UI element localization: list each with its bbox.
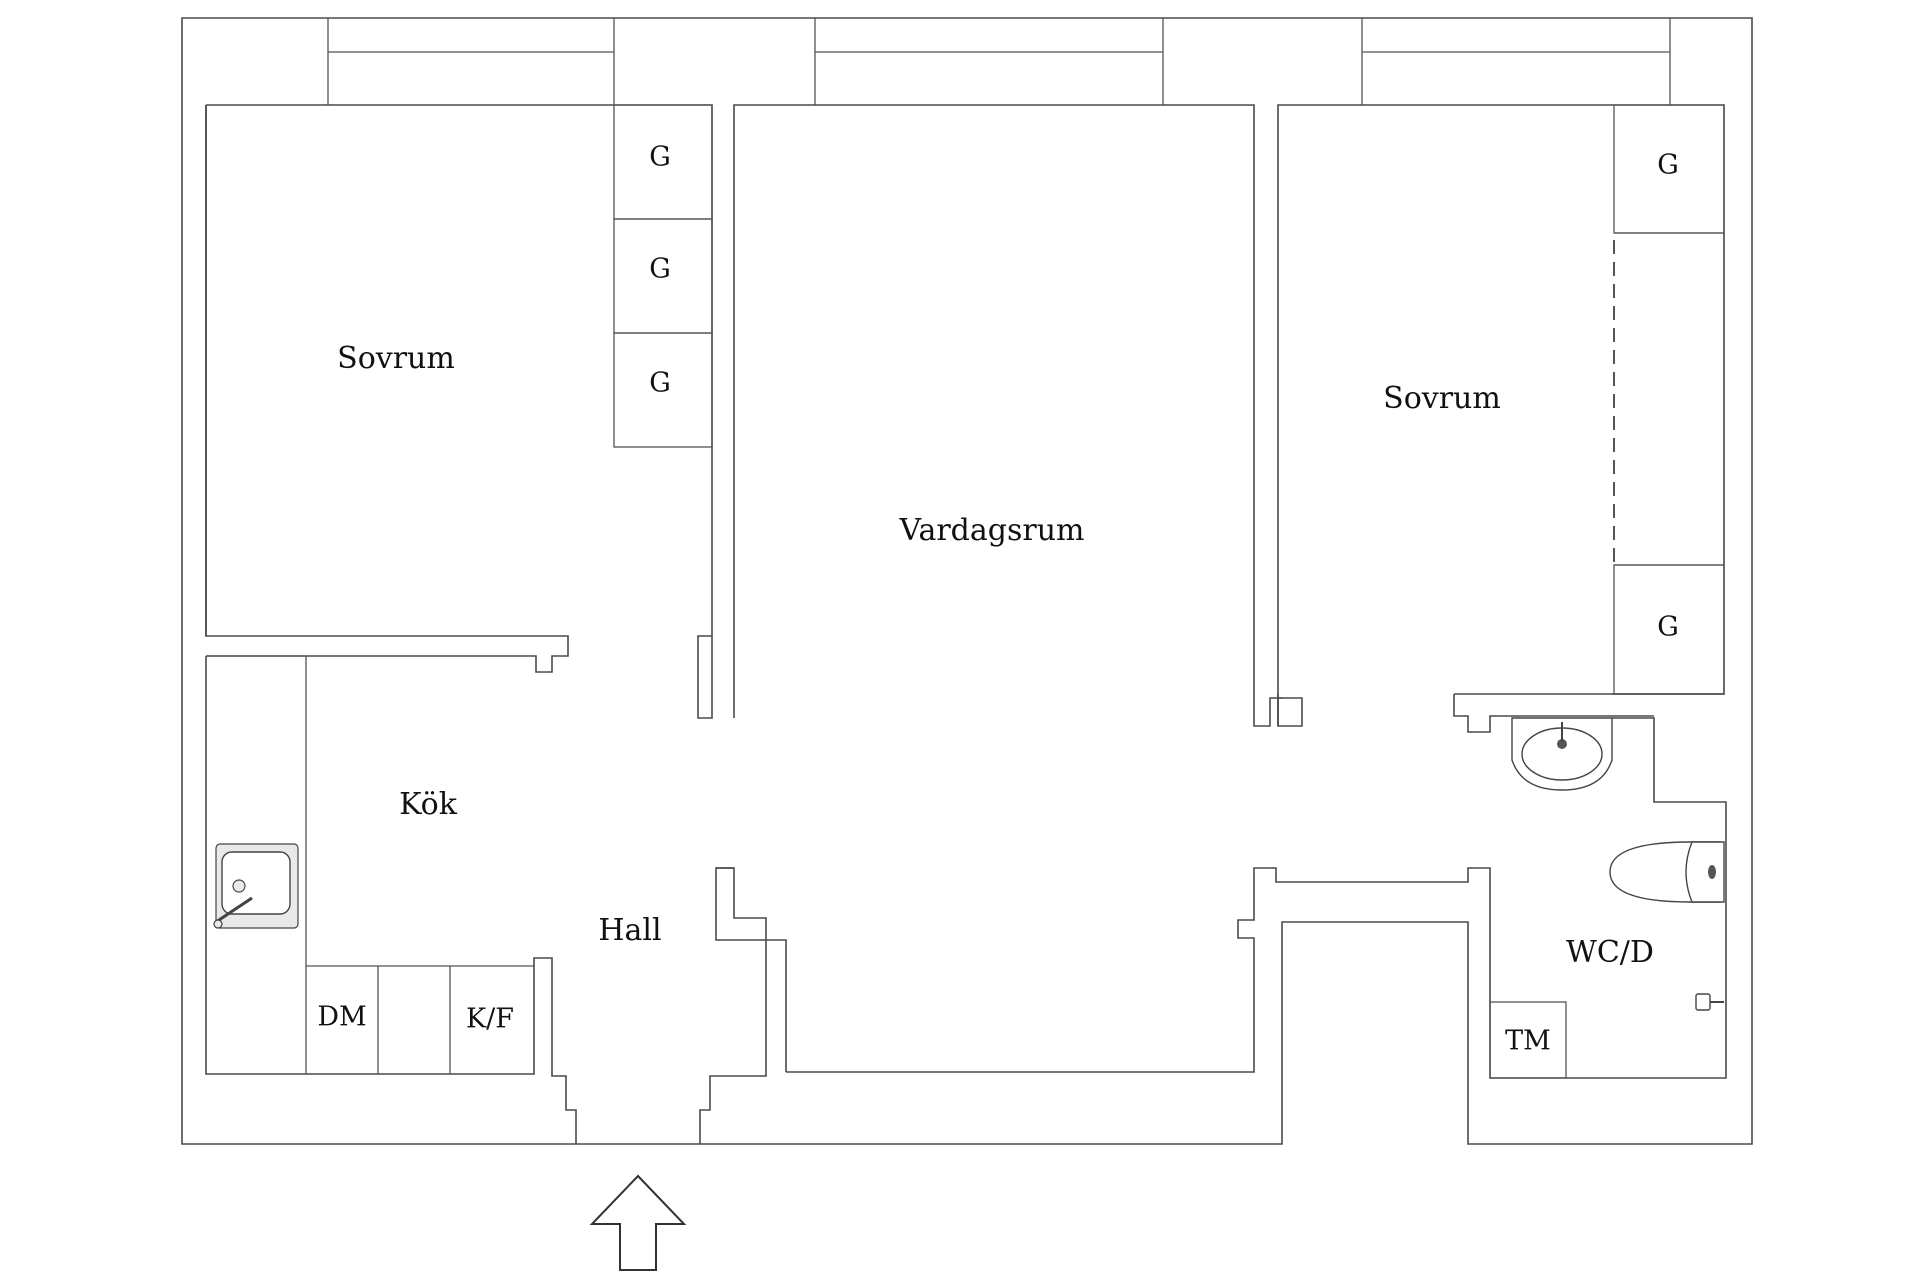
wardrobe-label: G xyxy=(1657,612,1679,643)
wardrobe-label: G xyxy=(649,254,671,285)
dishwasher-label: DM xyxy=(317,1002,366,1033)
kitchen-counter xyxy=(206,655,307,1074)
wash-basin xyxy=(1511,717,1613,791)
living-room-left-wall xyxy=(715,867,787,1072)
living-room-lower-wall xyxy=(786,717,1727,1079)
kitchen-wall xyxy=(205,656,577,1144)
hall-right-wall xyxy=(699,940,767,1144)
wardrobe-label: G xyxy=(649,142,671,173)
fridge-freezer-label: K/F xyxy=(466,1004,514,1035)
bedroom-left-label: Sovrum xyxy=(337,341,455,376)
bedroom-right-bottom-wall xyxy=(1277,693,1724,733)
living-room-label: Vardagsrum xyxy=(899,513,1085,548)
toilet xyxy=(1609,841,1725,903)
hall-label: Hall xyxy=(598,913,661,948)
wardrobes-right xyxy=(1613,104,1725,695)
exterior-wall xyxy=(181,17,1753,1145)
living-room-wall xyxy=(733,104,1282,727)
bedroom-left-wall xyxy=(205,104,713,719)
wardrobe-label: G xyxy=(649,368,671,399)
washing-machine xyxy=(1489,1001,1567,1079)
wardrobes-left xyxy=(613,104,713,448)
top-windows xyxy=(327,18,1671,105)
wc-label: WC/D xyxy=(1566,935,1654,970)
shower xyxy=(1695,993,1724,1011)
washing-machine-label: TM xyxy=(1505,1026,1551,1057)
wardrobe-label: G xyxy=(1657,150,1679,181)
bedroom-right-label: Sovrum xyxy=(1383,381,1501,416)
kitchen-sink xyxy=(213,843,299,929)
kitchen-label: Kök xyxy=(399,787,458,822)
entrance-arrow xyxy=(589,1174,687,1271)
